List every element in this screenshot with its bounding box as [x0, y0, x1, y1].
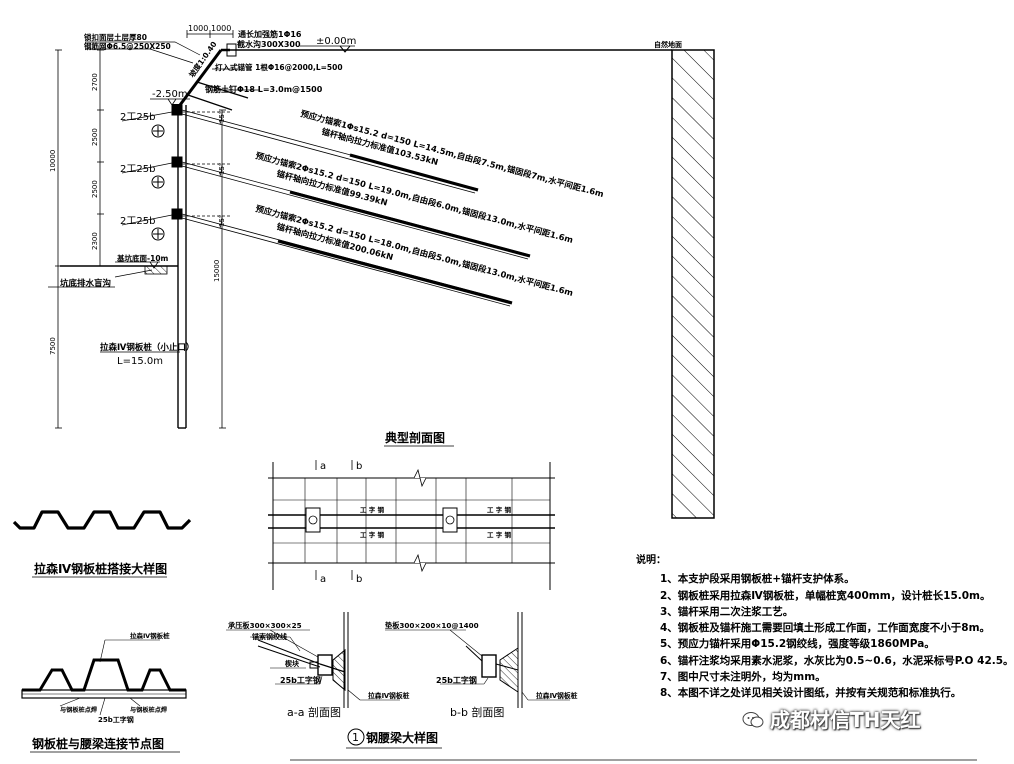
wechat-icon — [742, 712, 764, 728]
dim-2500a: 2500 — [91, 128, 99, 146]
dim-15000: 15000 — [213, 260, 221, 282]
angle-2: 15° — [218, 163, 226, 175]
section-labels: 1000 1000 锁扣面层土层厚80 钢筋网Φ6.5@250X250 坡度1:… — [49, 24, 682, 447]
plan-detail: a b a b 工 字 钢 工 字 钢 工 字 钢 工 字 钢 — [268, 460, 555, 590]
note-item: 5、预应力锚杆采用Φ15.2钢绞线，强度等级1860MPa。 — [660, 638, 935, 651]
plan-beam-label-3: 工 字 钢 — [487, 505, 512, 514]
bb-pile-label: 拉森Ⅳ钢板桩 — [536, 691, 578, 700]
anchor-1 — [121, 104, 479, 194]
plan-mark-a2: a — [320, 574, 326, 585]
notes-title: 说明： — [636, 555, 666, 566]
anchor-3 — [121, 208, 513, 307]
plan-mark-a1: a — [320, 461, 326, 472]
wale-1: 2工25b — [120, 112, 155, 123]
aa-pile-label: 拉森Ⅳ钢板桩 — [368, 691, 410, 700]
bb-section-detail: 垫板300×200×10@1400 25b工字钢 拉森Ⅳ钢板桩 b-b 剖面图 — [385, 612, 578, 719]
aa-title: a-a 剖面图 — [287, 705, 341, 719]
aa-section-detail: 承压板300×300×25 锚索钢绞线 楔块 25b工字钢 拉森Ⅳ钢板桩 a-a… — [226, 612, 410, 719]
dim-7500: 7500 — [49, 337, 57, 355]
angle-3: 15° — [218, 215, 226, 227]
bb-title: b-b 剖面图 — [450, 705, 504, 719]
anchor-2 — [121, 156, 531, 260]
level-minus-250: -2.50m — [152, 89, 188, 100]
ground-level: ±0.00m — [316, 36, 356, 47]
overlap-detail-title: 拉森Ⅳ钢板桩搭接大样图 — [34, 561, 167, 576]
angle-1: 15° — [218, 111, 226, 123]
conn-label-beam: 25b工字钢 — [98, 715, 134, 724]
conn-label-right: 与钢板桩点焊 — [130, 706, 168, 714]
drawing-canvas: 1000 1000 锁扣面层土层厚80 钢筋网Φ6.5@250X250 坡度1:… — [12, 24, 977, 761]
pile-top-label: 打入式锚管 1根Φ16@2000,L=500 — [215, 62, 343, 72]
aa-beam-label: 25b工字钢 — [280, 675, 321, 685]
dim-top-1000b: 1000 — [211, 24, 231, 33]
conn-label-pile: 拉森Ⅳ钢板桩 — [130, 631, 170, 640]
section-title: 典型剖面图 — [385, 430, 445, 445]
dim-2500b: 2500 — [91, 180, 99, 198]
dim-2700: 2700 — [91, 73, 99, 91]
wale-detail-number: 1 — [352, 731, 359, 744]
natural-ground: 自然地面 — [654, 40, 682, 49]
watermark-text: 成都材信TH天红 — [770, 708, 921, 732]
mesh-label: 钢筋网Φ6.5@250X250 — [84, 41, 171, 51]
note-item: 3、锚杆采用二次注浆工艺。 — [660, 605, 794, 618]
note-item: 2、钢板桩采用拉森Ⅳ钢板桩，单幅桩宽400mm，设计桩长15.0m。 — [660, 589, 991, 602]
conn-label-left: 与钢板桩点焊 — [60, 706, 98, 714]
wale-3: 2工25b — [120, 216, 155, 227]
note-item: 1、本支护段采用钢板桩+锚杆支护体系。 — [660, 573, 855, 586]
plan-mark-b2: b — [356, 574, 362, 585]
plan-beam-label-4: 工 字 钢 — [487, 530, 512, 539]
bb-beam-label: 25b工字钢 — [436, 675, 477, 685]
pile-length: L=15.0m — [117, 356, 163, 367]
plan-mark-b1: b — [356, 461, 362, 472]
wale-detail-title-text: 钢腰梁大样图 — [366, 730, 438, 745]
drain-label: 坑底排水盲沟 — [60, 278, 111, 289]
aa-wedge-label: 楔块 — [285, 659, 300, 668]
plan-beam-label-2: 工 字 钢 — [360, 530, 385, 539]
dim-2300: 2300 — [91, 232, 99, 250]
soil-nail-label: 钢筋土钉Φ18 L=3.0m@1500 — [205, 84, 323, 94]
crown-beam-label: 截水沟300X300 — [237, 39, 301, 49]
dim-10000: 10000 — [49, 150, 57, 172]
dim-top-1000a: 1000 — [188, 24, 208, 33]
note-item: 8、本图不详之处详见相关设计图纸，并按有关规范和标准执行。 — [660, 687, 962, 700]
plan-beam-label-1: 工 字 钢 — [360, 505, 385, 514]
bb-plate-label: 垫板300×200×10@1400 — [385, 621, 479, 630]
typical-section — [48, 30, 715, 519]
connection-detail-title: 钢板桩与腰梁连接节点图 — [32, 736, 164, 751]
aa-strand-label: 锚索钢绞线 — [252, 632, 287, 641]
design-notes: 说明： 1、本支护段采用钢板桩+锚杆支护体系。 2、钢板桩采用拉森Ⅳ钢板桩，单幅… — [636, 553, 1014, 702]
aa-plate-label: 承压板300×300×25 — [228, 621, 302, 630]
wale-detail-title: 1 钢腰梁大样图 — [346, 728, 442, 749]
note-item: 6、锚杆注浆均采用素水泥浆，水灰比为0.5~0.6，水泥采标号P.O 42.5。 — [660, 654, 1014, 667]
pit-bottom-label: 基坑底面-10m — [116, 253, 169, 263]
capbeam-label: 锁扣面层土层厚80 — [84, 32, 147, 42]
wale-2: 2工25b — [120, 164, 155, 175]
pile-label: 拉森Ⅳ钢板桩（小止口） — [100, 342, 194, 353]
note-item: 4、钢板桩及锚杆施工需要回填土形成工作面，工作面宽度不小于8m。 — [660, 622, 991, 635]
connection-detail: 拉森Ⅳ钢板桩 与钢板桩点焊 与钢板桩点焊 25b工字钢 钢板桩与腰梁连接节点图 — [21, 631, 187, 753]
sheet-pile-overlap-detail: 拉森Ⅳ钢板桩搭接大样图 — [12, 510, 192, 578]
note-item: 7、图中尺寸未注明外，均为mm。 — [660, 671, 826, 684]
watermark: 成都材信TH天红 — [742, 704, 920, 733]
add-bar-label: 通长加强筋1Φ16 — [238, 29, 302, 39]
